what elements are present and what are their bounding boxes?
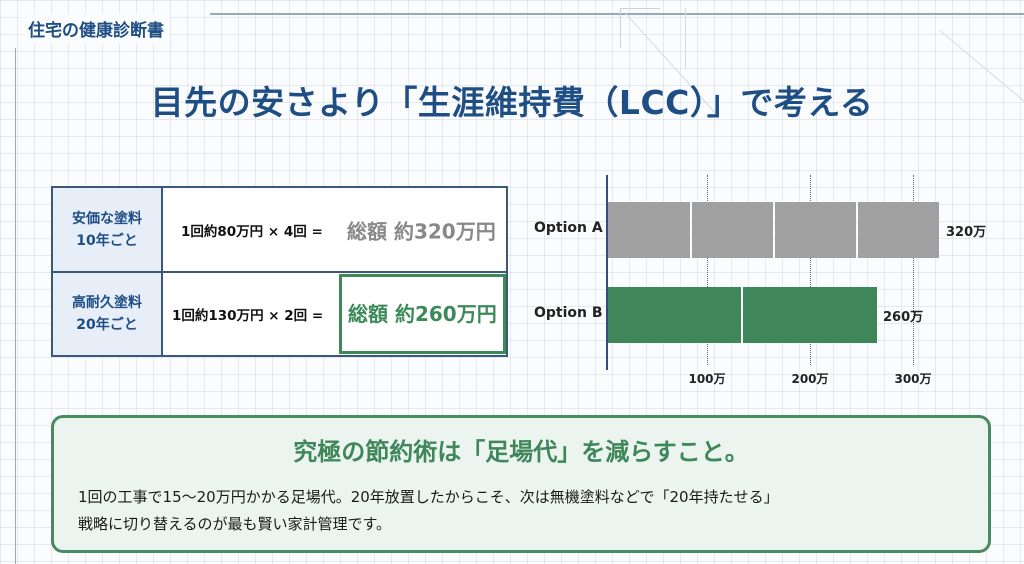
table-row-durable-paint: 高耐久塗料 20年ごと 1回約130万円 × 2回 = 総額 約260万円 — [53, 273, 506, 355]
bar-segment — [858, 202, 939, 258]
bar-segment — [608, 287, 741, 343]
row-label: 安価な塗料 10年ごと — [53, 188, 163, 271]
bar-segment — [692, 202, 773, 258]
cost-formula: 1回約130万円 × 2回 = — [172, 308, 324, 324]
row-label-line2: 10年ごと — [76, 232, 138, 249]
x-tick-label: 300万 — [894, 372, 932, 386]
tip-line-1: 1回の工事で15〜20万円かかる足場代。20年放置したからこそ、次は無機塗料など… — [78, 488, 779, 506]
lcc-bar-chart: Option A 320万 Option B 260万 100万 200万 30… — [520, 170, 1010, 390]
row-body: 1回約80万円 × 4回 = 総額 約320万円 — [163, 188, 506, 271]
row-label-line2: 20年ごと — [76, 317, 138, 333]
cost-formula: 1回約80万円 × 4回 = — [181, 223, 323, 240]
tip-heading: 究極の節約術は「足場代」を減らすこと。 — [293, 438, 749, 466]
bar-option-a — [608, 202, 939, 258]
table-row-cheap-paint: 安価な塗料 10年ごと 1回約80万円 × 4回 = 総額 約320万円 — [53, 188, 506, 273]
row-label-line1: 安価な塗料 — [72, 210, 142, 227]
tip-body: 1回の工事で15〜20万円かかる足場代。20年放置したからこそ、次は無機塗料など… — [78, 484, 968, 538]
x-tick-label: 200万 — [791, 372, 829, 386]
decorative-top-rule — [210, 13, 1024, 15]
decorative-blueprint-line — [685, 8, 686, 68]
bar-segment — [608, 202, 690, 258]
gridline-300 — [913, 175, 914, 365]
value-label-option-a: 320万 — [946, 225, 987, 240]
brand-label: 住宅の健康診断書 — [22, 14, 170, 43]
total-cost: 総額 約320万円 — [347, 219, 496, 243]
savings-tip-callout: 究極の節約術は「足場代」を減らすこと。 1回の工事で15〜20万円かかる足場代。… — [51, 415, 991, 553]
gridline-200 — [810, 175, 811, 365]
gridline-100 — [707, 175, 708, 365]
bar-segment — [775, 202, 856, 258]
category-label-option-b: Option B — [534, 305, 603, 321]
row-label-line1: 高耐久塗料 — [72, 295, 142, 311]
x-tick-label: 100万 — [688, 372, 726, 386]
bar-segment — [743, 287, 877, 343]
row-body: 1回約130万円 × 2回 = 総額 約260万円 — [163, 273, 506, 355]
category-label-option-a: Option A — [534, 220, 603, 236]
cost-comparison-table: 安価な塗料 10年ごと 1回約80万円 × 4回 = 総額 約320万円 高耐久… — [51, 186, 508, 357]
decorative-blueprint-corner — [620, 8, 660, 48]
decorative-left-rule — [15, 48, 16, 564]
value-label-option-b: 260万 — [883, 310, 924, 325]
y-axis-line — [606, 175, 608, 370]
row-label: 高耐久塗料 20年ごと — [53, 273, 163, 355]
tip-line-2: 戦略に切り替えるのが最も賢い家計管理です。 — [78, 515, 392, 533]
total-cost-highlighted: 総額 約260万円 — [339, 274, 506, 354]
page-title: 目先の安さより「生涯維持費（LCC）」で考える — [150, 83, 874, 122]
bar-option-b — [608, 287, 877, 343]
